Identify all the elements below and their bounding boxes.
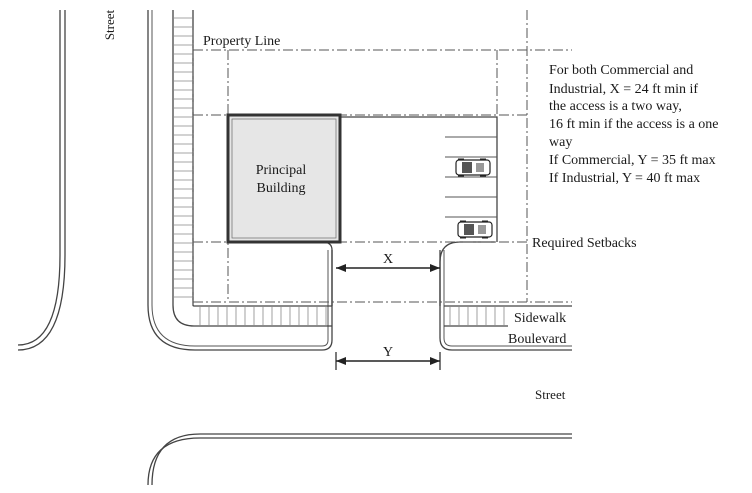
dimension-y-label: Y: [383, 345, 393, 360]
driveway-right-curb: [439, 241, 495, 306]
dimension-x-label: X: [383, 252, 393, 267]
principal-building-inner: [231, 118, 337, 239]
principal-building-label: Principal: [256, 163, 307, 178]
property-line-label: Property Line: [203, 34, 280, 49]
car-icon: [455, 158, 491, 177]
bottom-street-curb-outer: [147, 437, 572, 486]
principal-building-label: Building: [256, 181, 305, 196]
parking-lot-outline: [340, 116, 498, 242]
dimension-x: [336, 264, 440, 272]
boulevard-curb-left: [147, 10, 333, 351]
sidewalk-vertical-outer: [172, 10, 332, 327]
principal-building: [226, 113, 342, 244]
car-icon: [457, 220, 493, 239]
note-line: way: [549, 135, 572, 150]
driveway-left-curb: [321, 241, 333, 306]
boulevard-curb-right: [439, 250, 572, 351]
street-label-vertical: Street: [102, 9, 117, 40]
note-line: If Commercial, Y = 35 ft max: [549, 153, 716, 168]
sidewalk-label: Sidewalk: [514, 311, 566, 326]
left-street-curb-inner: [17, 10, 61, 346]
note-line: the access is a two way,: [549, 99, 682, 114]
requirements-note: For both Commercial and Industrial, X = …: [549, 63, 719, 186]
dimension-y: [335, 352, 441, 370]
boulevard-curb-left-inner: [151, 10, 329, 347]
parking-stalls: [445, 136, 497, 218]
sidewalk-ticks-vertical: [173, 17, 193, 298]
street-label-bottom: Street: [535, 387, 566, 402]
note-line: 16 ft min if the access is a one: [549, 117, 719, 132]
boulevard-label: Boulevard: [508, 332, 566, 347]
bottom-street-curb-inner: [151, 433, 572, 486]
required-setbacks-label: Required Setbacks: [532, 236, 637, 251]
left-street-curb-outer: [17, 10, 66, 351]
boulevard-curb-right-inner: [443, 250, 572, 347]
note-line: For both Commercial and: [549, 63, 693, 78]
sidewalk-ticks-horizontal: [199, 306, 505, 326]
sidewalk-corner-inner: [192, 304, 332, 307]
note-line: If Industrial, Y = 40 ft max: [549, 171, 700, 186]
note-line: Industrial, X = 24 ft min if: [549, 82, 698, 97]
